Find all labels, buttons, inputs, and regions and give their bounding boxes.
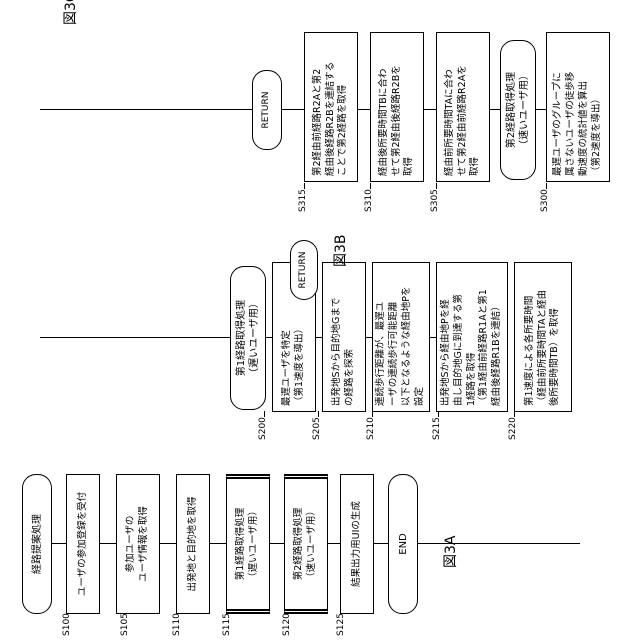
step-text: 参加ユーザの	[125, 516, 138, 573]
end-label: END	[397, 533, 410, 555]
step-id-s210: S210	[366, 417, 376, 440]
step-text: （第1経由前経路R1Aと第1	[478, 289, 491, 406]
start-label: 第1経路取得処理	[235, 300, 248, 376]
step-id-s220: S220	[508, 417, 518, 440]
step-box-s105: 参加ユーザの ユーザ情報を取得	[116, 474, 160, 614]
step-box-s315: 第2経由前経路R2Aと第2 経由後経路R2Bを連結する ことで第2経路を取得	[304, 32, 358, 182]
step-text: 動速度の統計値を算出	[578, 81, 591, 176]
step-text: 出発地Sから経由地Pを経	[440, 299, 453, 406]
step-box-s100: ユーザの参加登録を受付	[66, 474, 100, 614]
step-id-s215: S215	[432, 417, 442, 440]
step-box-s125: 結果出力用UIの生成	[340, 474, 374, 614]
step-text: 出発地Sから目的地Gまで	[331, 298, 344, 406]
step-text: せて第2経由後経路R2Bを	[391, 65, 404, 176]
step-id-s305: S305	[430, 189, 440, 212]
step-box-s215: 出発地Sから経由地Pを経 由し目的地Gに到達する第 1経路を取得 （第1経由前経…	[436, 262, 508, 412]
step-id-s100: S100	[62, 613, 72, 636]
flowchart-3c: 第2経路取得処理 （速いユーザ用） S300 最遅ユーザのグループに 属さないユ…	[0, 0, 640, 220]
step-text: 設定	[414, 387, 427, 406]
step-text: せて第2経由前経路R2Aを	[457, 65, 470, 176]
start-label: （遅いユーザ用）	[248, 298, 261, 378]
step-text: 属さないユーザの徒歩移	[565, 72, 578, 176]
step-text: 以下となるような経由地Pを	[401, 287, 414, 406]
step-text: 経由後経路R1Bを連結）	[491, 301, 504, 406]
step-id-s110: S110	[172, 613, 182, 636]
step-id-s310: S310	[364, 189, 374, 212]
step-id-s105: S105	[120, 613, 130, 636]
step-box-s310: 経由後所要時間TBに合わ せて第2経由後経路R2Bを 取得	[370, 32, 424, 182]
step-text: 第1速度による各所要時間	[524, 296, 537, 406]
step-text: （経由前所要時間TAと経由	[537, 290, 550, 406]
step-id-s300: S300	[540, 189, 550, 212]
step-id-s205: S205	[312, 417, 322, 440]
end-terminal: RETURN	[252, 70, 282, 150]
step-text: 連続歩行距離が、最遅ユ	[375, 302, 388, 406]
step-text: （第2速度を導出）	[591, 94, 604, 176]
step-text: 最遅ユーザを特定	[281, 330, 294, 406]
start-label: 第2経路取得処理	[505, 72, 518, 148]
figure-caption: 図3A	[440, 536, 460, 568]
step-text: 後所要時間TB）を取得	[549, 308, 562, 406]
step-text: 第2経路取得処理	[293, 508, 306, 581]
step-id-s315: S315	[298, 189, 308, 212]
figure-caption: 図3C	[60, 0, 80, 25]
step-text: 第2経由前経路R2Aと第2	[312, 69, 325, 176]
end-terminal: END	[388, 474, 418, 614]
step-text: の経路を探索	[344, 349, 357, 406]
step-text: 結果出力用UIの生成	[351, 501, 364, 587]
step-box-s305: 経由前所要時間TAに合わ せて第2経由前経路R2Aを 取得	[436, 32, 490, 182]
step-text: （遅いユーザ用）	[248, 506, 261, 582]
start-terminal: 第1経路取得処理 （遅いユーザ用）	[230, 266, 266, 410]
step-text: 経由後経路R2Bを連結する	[325, 62, 338, 176]
start-terminal: 経路提案処理	[22, 474, 52, 614]
step-id-s200: S200	[258, 417, 268, 440]
step-id-s115: S115	[222, 613, 232, 636]
step-box-s120: 第2経路取得処理 （速いユーザ用）	[284, 474, 328, 614]
step-box-s205: 出発地Sから目的地Gまで の経路を探索	[322, 262, 366, 412]
end-terminal: RETURN	[290, 240, 318, 300]
step-text: 最遅ユーザのグループに	[552, 72, 565, 176]
step-box-s210: 連続歩行距離が、最遅ユ ーザの連続歩行可能距離 以下となるような経由地Pを 設定	[372, 262, 430, 412]
flowchart-3a: 経路提案処理 S100 ユーザの参加登録を受付 S105 参加ユーザの ユーザ情…	[0, 440, 640, 640]
step-text: 経由前所要時間TAに合わ	[444, 69, 457, 176]
step-id-s120: S120	[282, 613, 292, 636]
start-terminal: 第2経路取得処理 （速いユーザ用）	[500, 40, 536, 180]
start-label: 経路提案処理	[31, 514, 44, 574]
step-box-s220: 第1速度による各所要時間 （経由前所要時間TAと経由 後所要時間TB）を取得	[514, 262, 572, 412]
step-text: 出発地と目的地を取得	[187, 497, 200, 592]
step-box-s300: 最遅ユーザのグループに 属さないユーザの徒歩移 動速度の統計値を算出 （第2速度…	[546, 32, 610, 182]
step-text: 取得	[469, 157, 482, 176]
step-text: ユーザの参加登録を受付	[77, 492, 90, 596]
step-text: 由し目的地Gに到達する第	[453, 294, 466, 406]
step-text: ことで第2経路を取得	[337, 85, 350, 176]
step-text: 第1経路取得処理	[235, 508, 248, 581]
step-text: 経由後所要時間TBに合わ	[378, 69, 391, 176]
step-text: ユーザ情報を取得	[138, 506, 151, 582]
step-text: 1経路を取得	[466, 352, 479, 406]
start-label: （速いユーザ用）	[518, 70, 531, 150]
step-text: （第1速度を導出）	[294, 324, 307, 406]
step-box-s110: 出発地と目的地を取得	[176, 474, 210, 614]
step-text: （速いユーザ用）	[306, 506, 319, 582]
step-text: 取得	[403, 157, 416, 176]
figure-caption: 図3B	[330, 234, 350, 267]
flowchart-3b: 第1経路取得処理 （遅いユーザ用） S200 最遅ユーザを特定 （第1速度を導出…	[0, 202, 640, 442]
end-label: RETURN	[298, 252, 310, 289]
end-label: RETURN	[261, 92, 273, 129]
step-box-s115: 第1経路取得処理 （遅いユーザ用）	[226, 474, 270, 614]
step-text: ーザの連続歩行可能距離	[388, 302, 401, 406]
step-id-s125: S125	[336, 613, 346, 636]
